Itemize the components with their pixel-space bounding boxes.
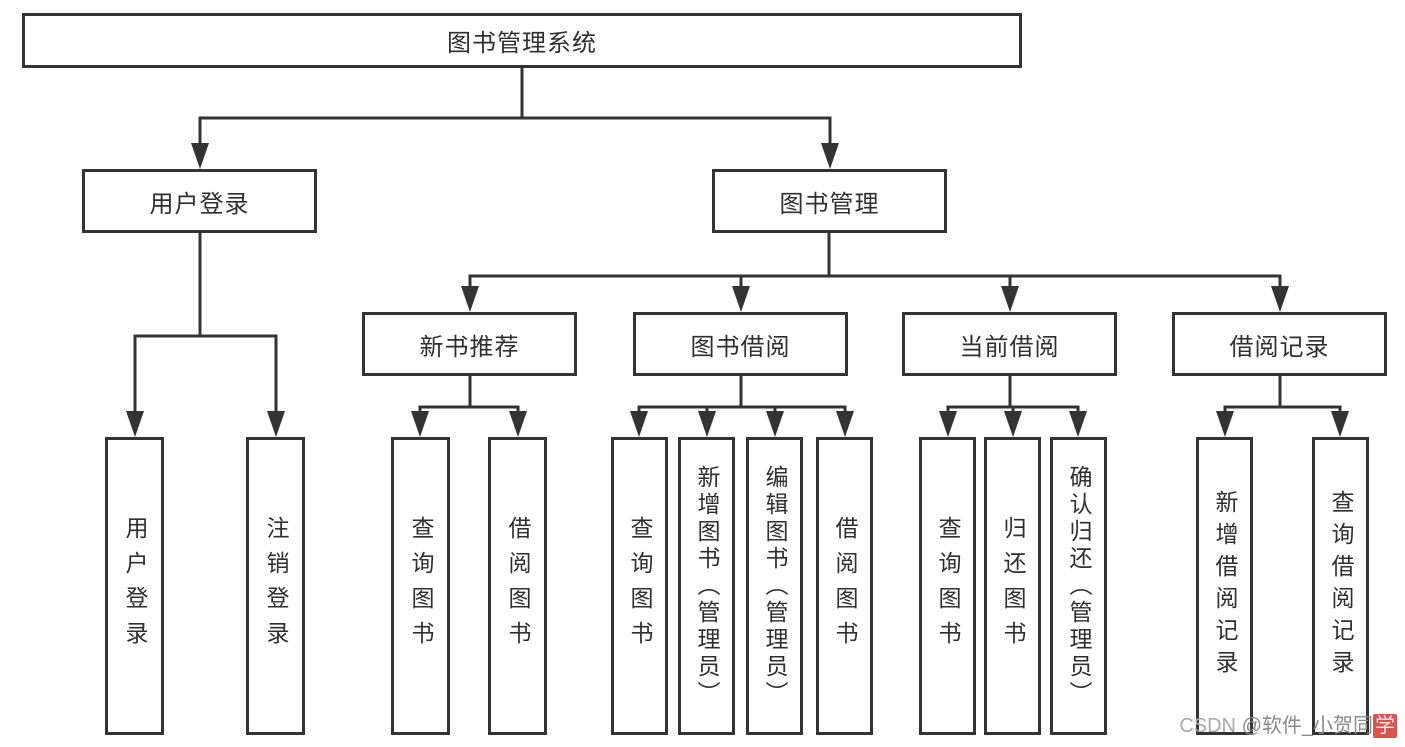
leaf-bb-borrow-book: 借阅图书	[816, 437, 873, 735]
node-book-borrow: 图书借阅	[633, 312, 848, 376]
leaf-bb-edit-book-admin: 编辑图书（管理员）	[746, 437, 803, 735]
leaf-rec-borrow-book-label: 借阅图书	[505, 516, 531, 656]
leaf-logout: 注销登录	[246, 437, 305, 735]
leaf-rec-query-book-label: 查询图书	[408, 516, 434, 656]
leaf-bb-add-book-admin-label: 新增图书（管理员）	[694, 464, 720, 708]
leaf-cb-query-book: 查询图书	[919, 437, 976, 735]
node-new-book-recommend-label: 新书推荐	[419, 333, 520, 361]
leaf-bb-query-book: 查询图书	[611, 437, 668, 735]
leaf-rec-borrow-book: 借阅图书	[488, 437, 547, 735]
leaf-user-login: 用户登录	[105, 437, 164, 735]
leaf-bb-borrow-book-label: 借阅图书	[832, 516, 858, 656]
leaf-user-login-label: 用户登录	[122, 516, 148, 656]
node-book-management-label: 图书管理	[779, 190, 880, 218]
leaf-cb-return-book: 归还图书	[984, 437, 1041, 735]
node-root: 图书管理系统	[22, 13, 1022, 68]
leaf-cb-return-book-label: 归还图书	[1000, 516, 1026, 656]
node-user-login: 用户登录	[82, 169, 317, 233]
node-root-label: 图书管理系统	[447, 30, 597, 57]
node-book-management: 图书管理	[712, 169, 947, 233]
node-user-login-label: 用户登录	[149, 190, 250, 218]
leaf-logout-label: 注销登录	[263, 516, 289, 656]
leaf-br-add-record-label: 新增借阅记录	[1212, 490, 1238, 682]
node-new-book-recommend: 新书推荐	[362, 312, 577, 376]
leaf-br-add-record: 新增借阅记录	[1196, 437, 1253, 735]
leaf-cb-query-book-label: 查询图书	[935, 516, 961, 656]
node-borrow-record-label: 借阅记录	[1229, 333, 1330, 361]
leaf-bb-query-book-label: 查询图书	[627, 516, 653, 656]
leaf-bb-edit-book-admin-label: 编辑图书（管理员）	[762, 464, 788, 708]
leaf-bb-add-book-admin: 新增图书（管理员）	[678, 437, 735, 735]
leaf-cb-confirm-return-admin: 确认归还（管理员）	[1050, 437, 1107, 735]
leaf-cb-confirm-return-admin-label: 确认归还（管理员）	[1066, 464, 1092, 708]
node-book-borrow-label: 图书借阅	[690, 333, 791, 361]
node-current-borrow-label: 当前借阅	[959, 333, 1060, 361]
node-current-borrow: 当前借阅	[902, 312, 1117, 376]
leaf-rec-query-book: 查询图书	[391, 437, 450, 735]
node-borrow-record: 借阅记录	[1172, 312, 1387, 376]
leaf-br-query-record-label: 查询借阅记录	[1328, 490, 1354, 682]
leaf-br-query-record: 查询借阅记录	[1312, 437, 1369, 735]
